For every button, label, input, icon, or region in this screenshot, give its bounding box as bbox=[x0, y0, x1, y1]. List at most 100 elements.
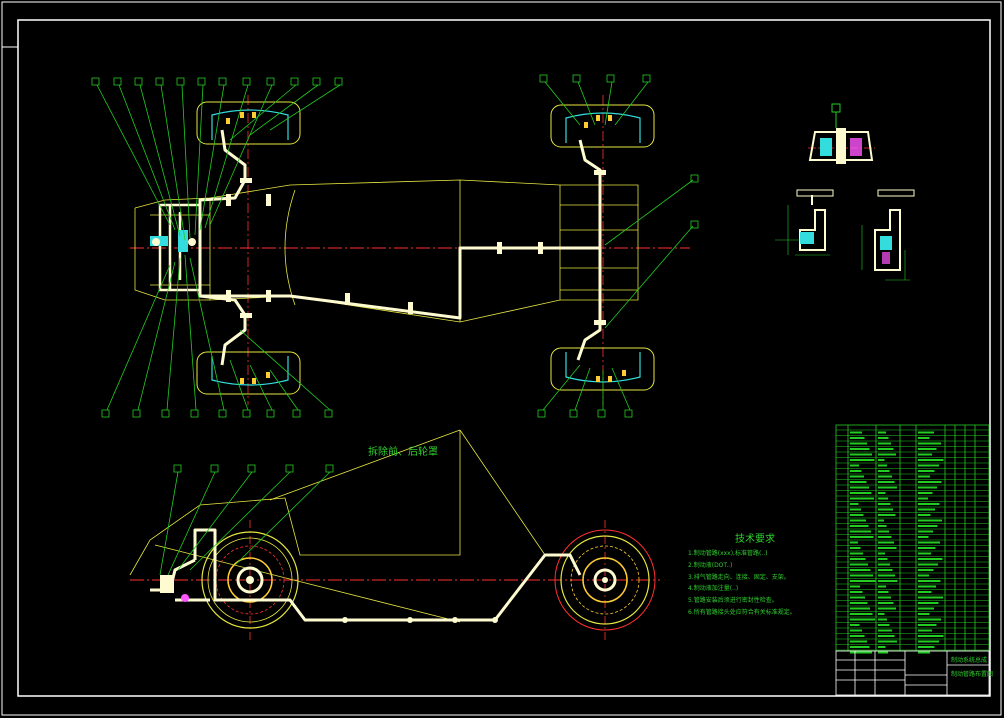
wheel-front-left bbox=[196, 101, 301, 145]
table-cell-text bbox=[878, 552, 885, 555]
table-cell-text bbox=[850, 618, 875, 621]
table-cell-text bbox=[850, 596, 865, 599]
table-cell-text bbox=[878, 486, 897, 489]
table-cell-text bbox=[918, 431, 934, 434]
table-cell-text bbox=[878, 651, 888, 654]
table-cell-text bbox=[918, 481, 942, 483]
table-cell-text bbox=[918, 536, 929, 538]
table-cell-text bbox=[878, 453, 896, 456]
table-cell-text bbox=[918, 607, 934, 610]
brake-pipe-main bbox=[198, 139, 602, 320]
table-cell-text bbox=[850, 547, 861, 549]
table-cell-text bbox=[878, 481, 895, 483]
tech-requirement-item: 1.制动管路(xxx),标准管路(..) bbox=[688, 550, 768, 557]
table-cell-text bbox=[850, 640, 867, 643]
parts-list-table bbox=[835, 424, 990, 652]
table-cell-text bbox=[878, 629, 892, 632]
table-cell-text bbox=[878, 437, 889, 439]
table-cell-text bbox=[878, 618, 887, 621]
table-cell-text bbox=[850, 486, 869, 489]
table-cell-text bbox=[918, 563, 938, 566]
table-cell-text bbox=[878, 459, 885, 461]
table-cell-text bbox=[850, 563, 868, 566]
table-cell-text bbox=[878, 547, 897, 549]
table-cell-text bbox=[850, 464, 859, 467]
table-cell-text bbox=[918, 525, 938, 527]
table-cell-text bbox=[918, 541, 940, 544]
table-cell-text bbox=[878, 624, 890, 626]
table-cell-text bbox=[878, 596, 891, 599]
table-cell-text bbox=[918, 646, 935, 648]
table-cell-text bbox=[878, 530, 889, 533]
tech-requirement-item: 3.排气管路走向、连接、固定、支架。 bbox=[688, 573, 790, 581]
table-cell-text bbox=[918, 448, 937, 450]
table-cell-text bbox=[918, 508, 935, 511]
tech-requirement-item: 4.制动液加注量(..) bbox=[688, 585, 739, 593]
detail-views bbox=[775, 103, 915, 281]
inner-frame bbox=[17, 19, 991, 697]
view-label: 拆除前、后轮罩 bbox=[368, 447, 438, 458]
table-cell-text bbox=[878, 591, 889, 593]
table-cell-text bbox=[918, 596, 943, 599]
table-cell-text bbox=[850, 558, 866, 560]
table-cell-text bbox=[850, 541, 858, 544]
table-cell-text bbox=[918, 640, 939, 643]
tech-requirements-title: 技术要求 bbox=[735, 534, 775, 545]
table-cell-text bbox=[878, 569, 893, 571]
table-cell-text bbox=[850, 613, 873, 615]
table-cell-text bbox=[850, 503, 859, 505]
table-cell-text bbox=[850, 585, 860, 588]
title-block-name-2: 制动管路布置图 bbox=[951, 671, 994, 678]
table-cell-text bbox=[878, 475, 892, 478]
table-cell-text bbox=[878, 646, 886, 648]
table-cell-text bbox=[918, 635, 944, 637]
table-cell-text bbox=[918, 453, 932, 456]
table-cell-text bbox=[918, 503, 940, 505]
table-cell-text bbox=[850, 514, 864, 516]
table-cell-text bbox=[850, 519, 866, 522]
wheel-rear-right bbox=[550, 347, 655, 391]
table-cell-text bbox=[918, 492, 933, 494]
table-cell-text bbox=[850, 607, 870, 610]
table-cell-text bbox=[878, 607, 896, 610]
table-cell-text bbox=[850, 651, 872, 654]
wheel-rear-left bbox=[550, 104, 655, 148]
table-cell-text bbox=[850, 470, 862, 472]
table-cell-text bbox=[850, 635, 865, 637]
table-cell-text bbox=[878, 514, 896, 516]
table-cell-text bbox=[878, 464, 887, 467]
table-cell-text bbox=[918, 519, 942, 522]
table-cell-text bbox=[918, 624, 937, 626]
table-cell-text bbox=[850, 624, 860, 626]
table-cell-text bbox=[918, 618, 941, 621]
top-view bbox=[91, 74, 699, 418]
table-cell-text bbox=[918, 569, 934, 571]
tech-requirement-item: 5.管路安装后须进行密封性检查。 bbox=[688, 597, 778, 605]
wheel-rear-side bbox=[554, 529, 656, 631]
table-cell-text bbox=[918, 547, 936, 549]
table-cell-text bbox=[850, 508, 861, 511]
table-cell-text bbox=[878, 508, 893, 511]
table-cell-text bbox=[918, 464, 939, 467]
table-cell-text bbox=[918, 591, 932, 593]
table-cell-text bbox=[878, 492, 886, 494]
table-cell-text bbox=[878, 635, 895, 637]
tech-requirements-list: 1.制动管路(xxx),标准管路(..) 2.制动液(DOT..) 3.排气管路… bbox=[688, 548, 796, 619]
table-cell-text bbox=[878, 519, 884, 522]
table-cell-text bbox=[850, 431, 862, 434]
side-view bbox=[129, 429, 660, 640]
table-cell-text bbox=[918, 442, 941, 445]
table-cell-text bbox=[850, 492, 872, 494]
table-cell-text bbox=[878, 536, 892, 538]
table-cell-text bbox=[918, 602, 939, 604]
table-cell-text bbox=[878, 580, 898, 582]
table-cell-text bbox=[878, 613, 885, 615]
table-cell-text bbox=[850, 646, 870, 648]
table-cell-text bbox=[918, 629, 932, 632]
wheel-front-right bbox=[196, 351, 301, 395]
table-cell-text bbox=[878, 563, 890, 566]
table-cell-text bbox=[918, 613, 930, 615]
table-cell-text bbox=[878, 448, 894, 450]
